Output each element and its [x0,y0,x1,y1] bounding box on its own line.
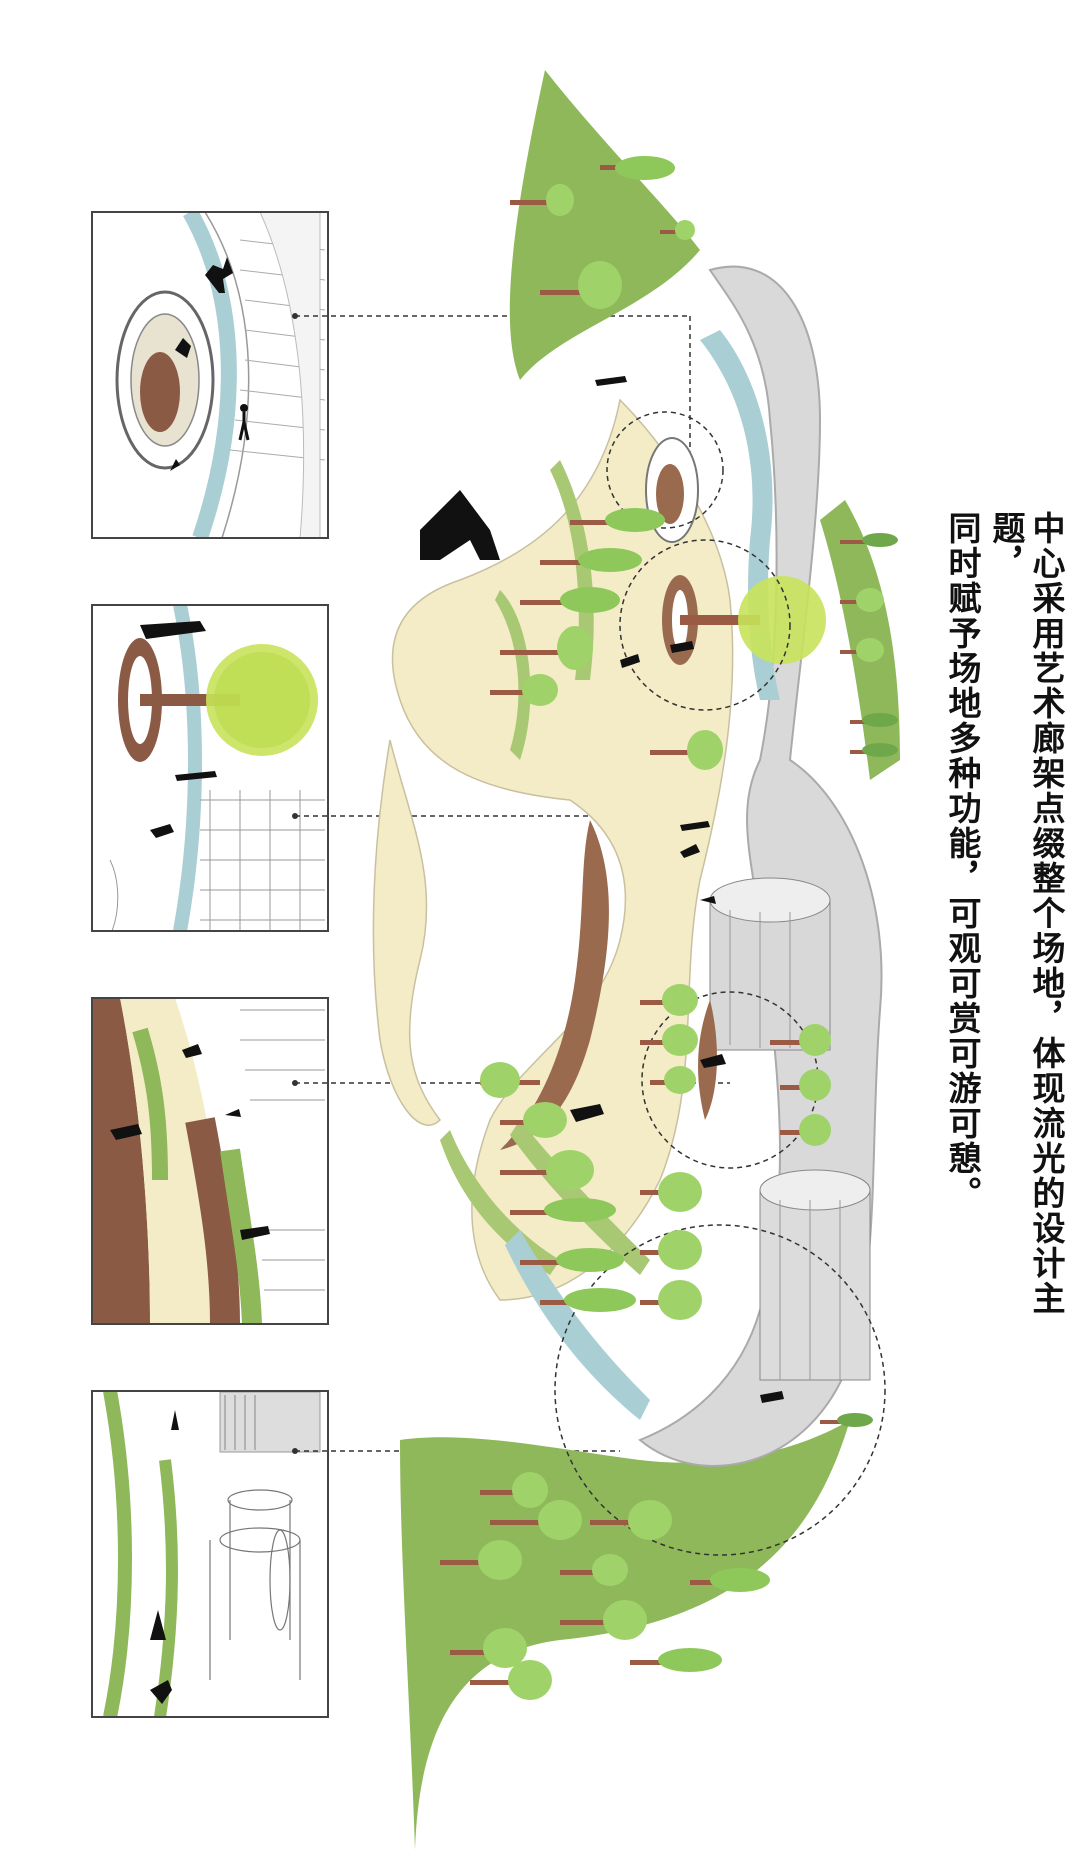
pavilion-cylinder-lower [759,1169,871,1381]
inset-tree-island-gallery [91,604,329,932]
caption-line-2: 同时赋予场地多种功能，可观可赏可游可憩。 [943,511,982,1211]
design-description: 中心采用艺术廊架点缀整个场地，体现流光的设计主题， 同时赋予场地多种功能，可观可… [934,511,1066,1331]
tree-island [662,575,826,665]
pavilion-cylinder-upper [709,877,831,1051]
lawn-bottom [400,1420,850,1850]
lawn-right [820,500,900,780]
lawn-top [509,70,700,380]
planting-strips [440,460,650,1275]
inset-pavilion-gallery [91,1390,329,1718]
trees [440,156,898,1700]
main-walkway [391,398,734,1301]
water-channel-bottom [505,1230,650,1420]
inset-circular-planter-seating [91,211,329,539]
people-silhouettes [420,376,784,1403]
soil-band-central [500,820,609,1150]
plaza-lobe [372,739,441,1126]
inset-curved-walkway-lawn [91,997,329,1325]
caption-line-1: 中心采用艺术廊架点缀整个场地，体现流光的设计主题， [987,511,1066,1316]
leader-endpoints [292,313,298,1454]
